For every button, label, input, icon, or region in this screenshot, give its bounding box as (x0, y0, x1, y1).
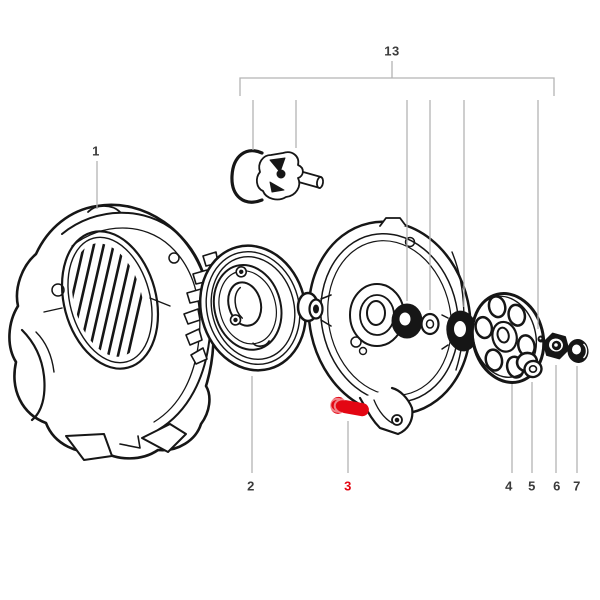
hex-nut-part-6 (542, 332, 570, 360)
pawl-assembly (256, 151, 324, 201)
fan-housing-part-1 (8, 203, 215, 461)
starter-rotor-part-2 (183, 244, 308, 372)
seal-ring (391, 303, 423, 339)
small-washer (420, 312, 440, 336)
housing-foot (358, 386, 414, 436)
recoil-housing (296, 217, 478, 436)
callout-lines (96, 61, 578, 473)
callout-part-4[interactable]: 4 (505, 478, 513, 494)
washer-part-7 (567, 339, 589, 363)
callout-group-13[interactable]: 13 (384, 43, 400, 59)
callout-part-1[interactable]: 1 (92, 143, 100, 159)
callout-part-6[interactable]: 6 (553, 478, 561, 494)
rotor-fins (183, 251, 219, 365)
screw-pin-part-3-highlighted[interactable] (329, 396, 370, 420)
callout-part-2[interactable]: 2 (247, 478, 255, 494)
circlip (230, 149, 264, 204)
callout-part-7[interactable]: 7 (573, 478, 581, 494)
callout-part-3-selected[interactable]: 3 (344, 478, 352, 494)
bushing-part-5 (515, 351, 543, 379)
group-13-bracket (239, 77, 555, 96)
callout-part-5[interactable]: 5 (528, 478, 536, 494)
rope-roller (296, 291, 332, 327)
